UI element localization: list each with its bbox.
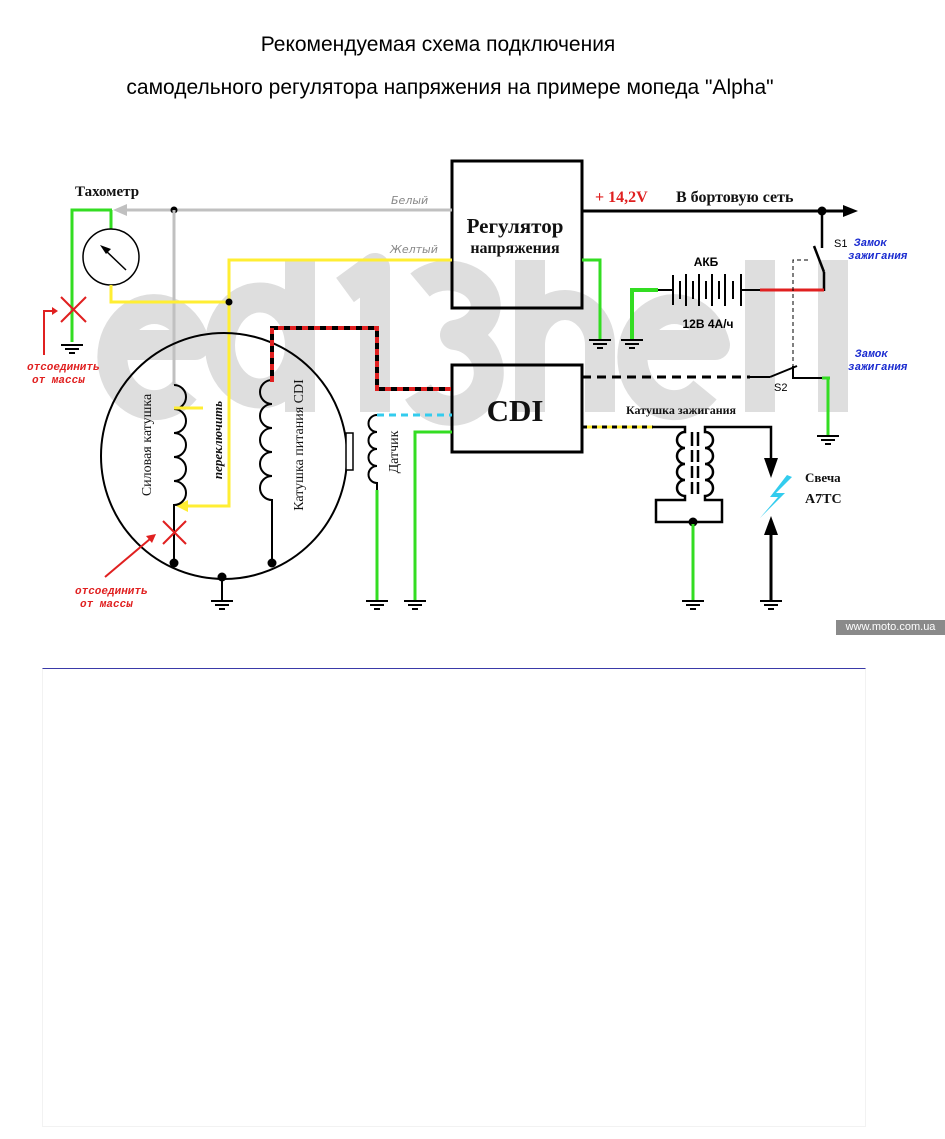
regulator-label: Регулятор — [467, 214, 564, 238]
ground-icon — [759, 600, 783, 610]
white-wire-label: Белый — [391, 194, 428, 207]
plug-ground-arrow-icon — [764, 516, 778, 535]
disconnect-note-2b: от массы — [80, 599, 133, 611]
spark-icon — [760, 475, 792, 518]
battery-label: АКБ — [694, 255, 719, 269]
red-arrow-icon — [104, 538, 151, 578]
output-voltage: + 14,2V — [595, 189, 648, 206]
output-arrow-icon — [843, 205, 858, 217]
spark-plug-model: A7TC — [805, 492, 842, 507]
stator-magnet-tab — [345, 432, 354, 471]
disconnect-x-icon — [162, 520, 187, 545]
tachometer-signal-wire — [109, 285, 229, 304]
s1-desc-2: зажигания — [848, 251, 908, 263]
ignition-coil-icon — [653, 425, 773, 524]
ground-icon — [60, 344, 84, 354]
battery-icon — [658, 274, 760, 306]
battery-rating: 12В 4А/ч — [683, 317, 734, 331]
cdi-label: CDI — [487, 393, 544, 428]
switch-note: переключить — [210, 401, 225, 479]
regulator-ground-wire — [582, 258, 602, 340]
ground-icon — [365, 600, 389, 610]
empty-panel — [42, 668, 866, 1127]
yellow-wire — [186, 258, 452, 508]
ground-icon — [816, 435, 840, 445]
s2-label: S2 — [774, 382, 787, 394]
hv-arrow-icon — [764, 458, 778, 478]
disconnect-x-icon — [60, 296, 87, 323]
battery-ground-wire — [630, 288, 658, 340]
regulator-sublabel: напряжения — [470, 240, 560, 257]
credit-badge: www.moto.com.ua — [836, 620, 945, 635]
disconnect-note-2: отсоединить — [75, 586, 148, 598]
s1-switch — [812, 245, 826, 273]
s2-desc-1: Замок — [854, 349, 888, 361]
disconnect-note-1: отсоединить — [27, 362, 100, 374]
red-arrow-icon — [43, 310, 54, 355]
ground-icon — [681, 600, 705, 610]
switch-linkage — [792, 259, 808, 366]
ground-icon — [403, 600, 427, 610]
tachometer-label: Тахометр — [75, 184, 139, 200]
output-destination: В бортовую сеть — [676, 189, 794, 206]
tachometer-ground-wire — [70, 208, 112, 342]
s2-desc-2: зажигания — [848, 362, 908, 374]
yellow-wire-label: Желтый — [389, 243, 438, 256]
watermark-graphic — [97, 253, 848, 426]
spark-plug-label: Свеча — [805, 470, 841, 485]
regulator-box — [450, 159, 584, 310]
sensor-coil-icon — [367, 414, 378, 490]
title-line-2: самодельного регулятора напряжения на пр… — [126, 76, 773, 99]
disconnect-note-1b: от массы — [32, 375, 85, 387]
tachometer-gauge-icon — [82, 228, 140, 286]
s1-label: S1 — [834, 238, 847, 250]
cdi-coil-icon — [259, 379, 273, 563]
title-line-1: Рекомендуемая схема подключения — [261, 33, 616, 56]
wiring-diagram: Рекомендуемая схема подключения самодель… — [27, 33, 908, 611]
s1-desc-1: Замок — [853, 238, 887, 250]
ground-icon — [210, 600, 234, 610]
cdi-coil-label: Катушка питания CDI — [292, 379, 307, 511]
white-wire-arrow-icon — [113, 204, 127, 216]
power-coil-label: Силовая катушка — [140, 393, 155, 496]
cdi-box — [450, 363, 584, 454]
sensor-label: Датчик — [387, 430, 402, 473]
ignition-coil-label: Катушка зажигания — [626, 403, 737, 417]
cdi-ground-wire — [413, 430, 452, 600]
